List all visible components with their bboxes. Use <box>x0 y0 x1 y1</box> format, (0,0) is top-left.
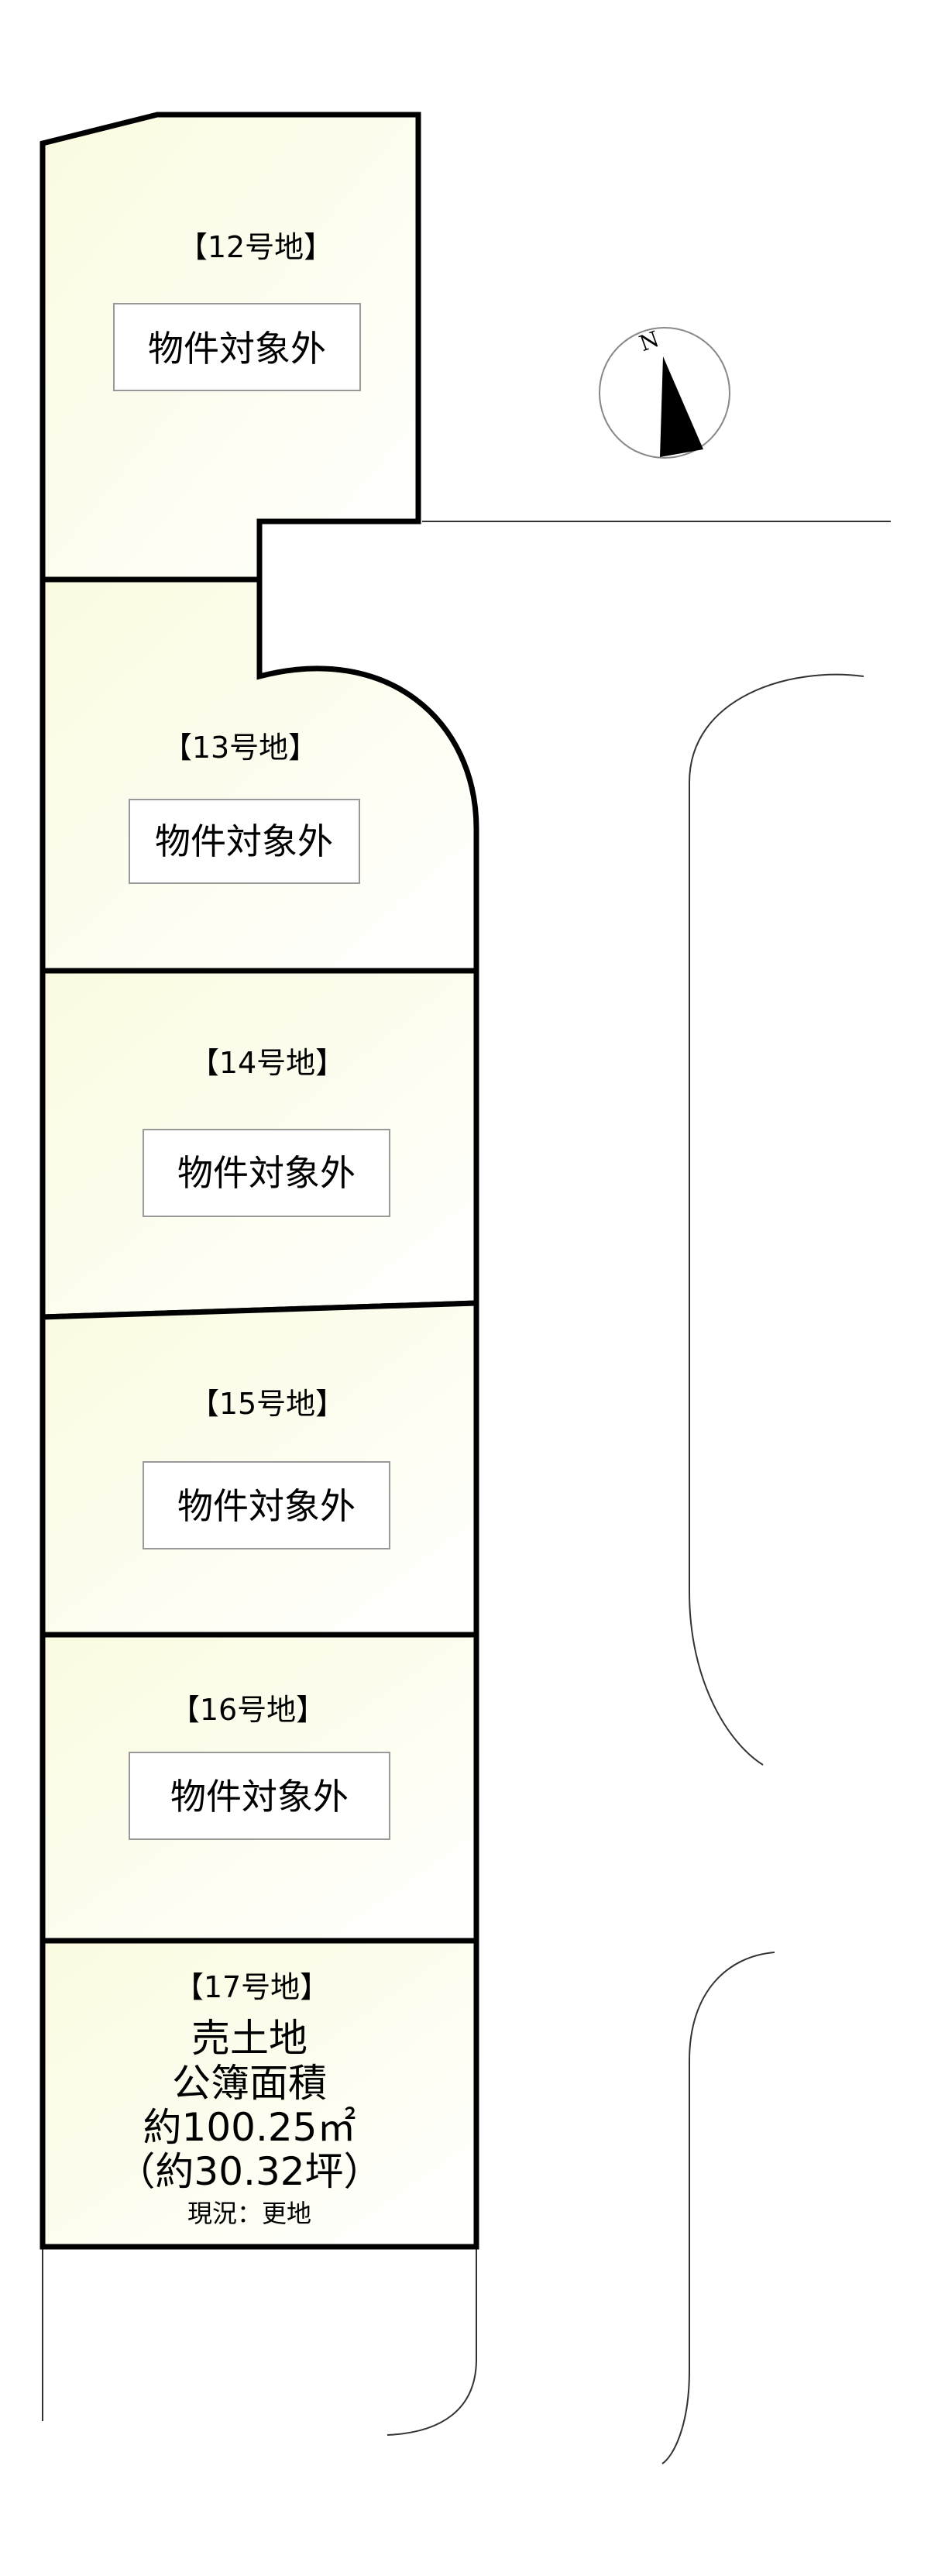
lot-12-status: 物件対象外 <box>148 328 326 370</box>
lot-14-status: 物件対象外 <box>177 1152 356 1194</box>
road-lines <box>42 521 891 2464</box>
road-curve-lower <box>661 1952 775 2464</box>
compass-needle <box>660 356 703 457</box>
lot-14-status-box <box>143 1129 390 1217</box>
sale-lot-area-tsubo: （約30.32坪） <box>116 2149 382 2194</box>
lot-13-status: 物件対象外 <box>155 820 333 862</box>
lot-17-shape <box>40 1938 479 2250</box>
lot-17-label: 【17号地】 <box>174 1970 329 2004</box>
sale-lot-current-status: 現況：更地 <box>187 2199 311 2228</box>
north-arrow-icon: N <box>599 326 730 459</box>
road-curve-upper <box>689 673 864 1766</box>
lot-12-label: 【12号地】 <box>178 230 333 264</box>
sale-lot-area-sqm: 約100.25㎡ <box>143 2105 356 2150</box>
sale-lot-area-label: 公簿面積 <box>172 2061 327 2106</box>
lot-13-shape <box>40 576 479 974</box>
lot-15-label: 【15号地】 <box>190 1387 345 1421</box>
lot-15-status-box <box>143 1461 390 1549</box>
lot-14-label: 【14号地】 <box>190 1046 345 1080</box>
lot-16-label: 【16号地】 <box>170 1693 325 1727</box>
lot-15-status: 物件対象外 <box>177 1485 356 1527</box>
sale-lot-type: 売土地 <box>191 2016 308 2061</box>
lot-12-status-box <box>113 303 361 391</box>
lot-16-status-box <box>129 1752 390 1840</box>
lot-13-label: 【13号地】 <box>163 731 318 765</box>
lot-13-status-box <box>129 799 360 884</box>
lot-16-status: 物件対象外 <box>170 1776 349 1818</box>
road-curve-bottom <box>387 2247 477 2436</box>
